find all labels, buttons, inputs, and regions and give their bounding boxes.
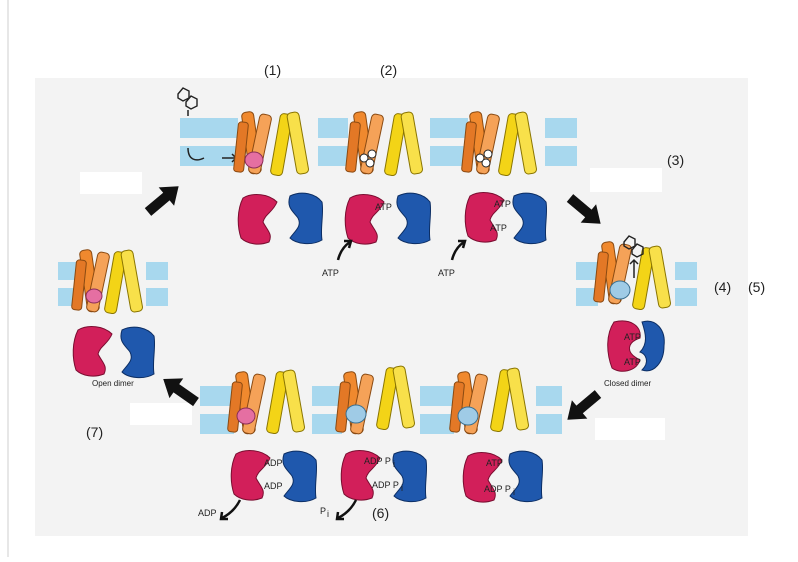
atp-label: ATP [438, 268, 455, 278]
cycle-arrow-down-left [567, 390, 602, 420]
blank-label-box [595, 418, 665, 440]
closed-dimer-label: Closed dimer [604, 379, 651, 388]
cycle-arrow-down-right [566, 194, 601, 224]
atp-binding-arrow [336, 239, 353, 261]
atp-label: ATP [624, 357, 641, 367]
atp-label: ATP [322, 268, 339, 278]
entry-arrow [187, 147, 205, 161]
step-label-4: (4) [714, 279, 732, 295]
step-label-5: (5) [748, 279, 766, 295]
transporter-state-3: ATP ATP [460, 110, 548, 245]
adp-pi-label: ADP P [372, 480, 399, 490]
step-label-7: (7) [86, 424, 104, 440]
transporter-state-4: ATP ATP [592, 240, 672, 372]
release-arrow [629, 258, 639, 278]
adp-pi-label: ADP P [484, 484, 511, 494]
blank-label-box [590, 168, 662, 192]
atp-binding-arrow [450, 239, 467, 261]
transporter-state-open [70, 248, 156, 379]
adp-label: ADP [264, 481, 283, 491]
substrate-bound [359, 149, 377, 168]
substrate-site-empty [85, 288, 103, 304]
pi-subscript: i [513, 487, 515, 497]
substrate-bound [457, 406, 479, 426]
atp-label: ATP [490, 223, 507, 233]
atp-label: ATP [375, 202, 392, 212]
pi-subscript: i [327, 509, 329, 519]
substrate-bound [244, 151, 264, 169]
pi-subscript: i [401, 483, 403, 493]
pi-release-arrow [335, 499, 358, 521]
adp-release-arrow [219, 499, 242, 521]
adp-pi-label: ADP P [364, 456, 391, 466]
adp-label: ADP [264, 458, 283, 468]
step-label-3: (3) [667, 152, 685, 168]
transporter-state-6: ADP P i ADP P i [334, 364, 428, 503]
cycle-arrow-up-left [163, 378, 199, 407]
atp-label: ATP [486, 458, 503, 468]
closed-nbd-blue [639, 320, 665, 372]
substrate-molecule-icon [177, 87, 198, 110]
cycle-arrow-up-right [144, 186, 179, 216]
blank-label-box [80, 172, 142, 194]
transporter-state-2: ATP [344, 110, 432, 245]
transporter-state-5: ATP ADP P i [448, 366, 544, 503]
atp-label: ATP [624, 332, 641, 342]
step-label-2: (2) [380, 62, 398, 78]
membrane-top [180, 118, 577, 166]
step-label-6: (6) [372, 505, 390, 521]
substrate-bound [236, 407, 256, 425]
substrate-molecule-icon [623, 235, 644, 258]
step-label-1: (1) [264, 62, 282, 78]
closed-nbd-red [607, 320, 641, 372]
membrane-bottom [200, 386, 562, 434]
blank-label-box [130, 403, 192, 425]
substrate-bound [609, 280, 631, 300]
open-dimer-label: Open dimer [92, 379, 134, 388]
substrate-bound [475, 149, 493, 168]
membrane-right [576, 262, 697, 306]
pi-label: P [320, 506, 326, 516]
pi-subscript: i [393, 459, 395, 469]
substrate-bound [345, 404, 367, 424]
adp-label: ADP [198, 508, 217, 518]
atp-label: ATP [494, 199, 511, 209]
transporter-state-1 [232, 110, 324, 245]
transporter-state-7: ADP ADP [226, 368, 318, 503]
